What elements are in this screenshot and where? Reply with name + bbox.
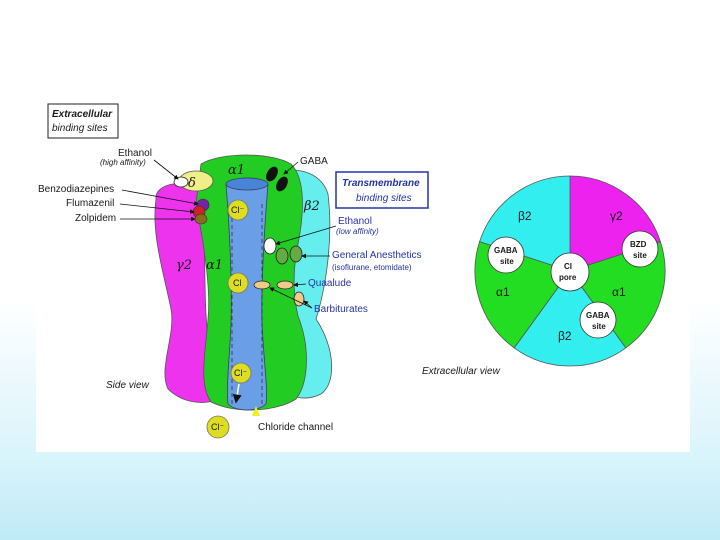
alpha1-top-label: α1 — [228, 163, 245, 178]
wheel-label-gamma2: γ2 — [610, 209, 623, 223]
cl-ion-mid: Cl — [233, 278, 242, 288]
quaalude-label: Quaalude — [308, 278, 352, 289]
transmembrane-sites-box: Transmembrane binding sites — [335, 171, 429, 209]
bzd-site-line1: BZD — [630, 240, 647, 249]
cl-ion-bottom: Cl⁻ — [211, 422, 224, 432]
pore-label-pore: pore — [559, 273, 577, 282]
ethanol-high-note: (high affinity) — [100, 158, 146, 167]
chloride-channel-label: Chloride channel — [258, 422, 333, 433]
extracellular-view-label: Extracellular view — [422, 366, 501, 377]
bzd-site-line2: site — [633, 251, 647, 260]
alpha1-mid-label: α1 — [206, 258, 223, 273]
benzodiazepines-label: Benzodiazepines — [38, 184, 114, 195]
chloride-pore — [225, 177, 269, 411]
gaba-label: GABA — [300, 156, 328, 167]
svg-text:Extracellular: Extracellular — [52, 109, 113, 120]
svg-text:Transmembrane: Transmembrane — [342, 178, 420, 189]
gaba-site-left-line2: site — [500, 257, 514, 266]
side-view-label: Side view — [106, 380, 150, 391]
ethanol-low-note: (low affinity) — [336, 227, 379, 236]
gaba-site-bottom-line2: site — [592, 322, 606, 331]
wheel-label-beta2-top: β2 — [518, 209, 532, 223]
ethanol-low-label: Ethanol — [338, 216, 372, 227]
barbiturates-label: Barbiturates — [314, 304, 368, 315]
gaba-site-left-line1: GABA — [494, 246, 518, 255]
gamma2-label: γ2 — [176, 258, 192, 273]
wheel-label-alpha1-left: α1 — [496, 285, 510, 299]
wheel-label-beta2-bottom: β2 — [558, 329, 572, 343]
wheel-segment-alpha1-right — [569, 241, 666, 349]
cl-ion-low: Cl⁻ — [234, 368, 247, 378]
pore-label-cl: Cl — [564, 262, 572, 271]
beta2-label: β2 — [303, 199, 320, 214]
figure-panel: α1 β2 γ2 α1 δ Cl⁻ Cl Cl⁻ Cl⁻ Extracellul… — [36, 84, 690, 452]
extracellular-sites-box: Extracellular binding sites — [47, 103, 119, 139]
wheel-label-alpha1-right: α1 — [612, 285, 626, 299]
svg-text:binding sites: binding sites — [52, 123, 108, 134]
wheel-segment-beta2-bottom — [513, 270, 627, 367]
zolpidem-label: Zolpidem — [75, 213, 116, 224]
extracellular-wheel: γ2 α1 β2 α1 β2 Cl pore GABA site BZD sit… — [474, 175, 666, 367]
gaba-site-bottom-line1: GABA — [586, 311, 610, 320]
svg-text:binding sites: binding sites — [356, 193, 412, 204]
ethanol-high-label: Ethanol — [118, 148, 152, 159]
flumazenil-label: Flumazenil — [66, 198, 114, 209]
general-anesthetics-label: General Anesthetics — [332, 250, 422, 261]
delta-label: δ — [188, 176, 196, 191]
general-anesthetics-note: (isoflurane, etomidate) — [332, 263, 412, 272]
cl-ion-top: Cl⁻ — [231, 205, 244, 215]
gaba-receptor-figure: α1 β2 γ2 α1 δ Cl⁻ Cl Cl⁻ Cl⁻ Extracellul… — [38, 103, 666, 439]
